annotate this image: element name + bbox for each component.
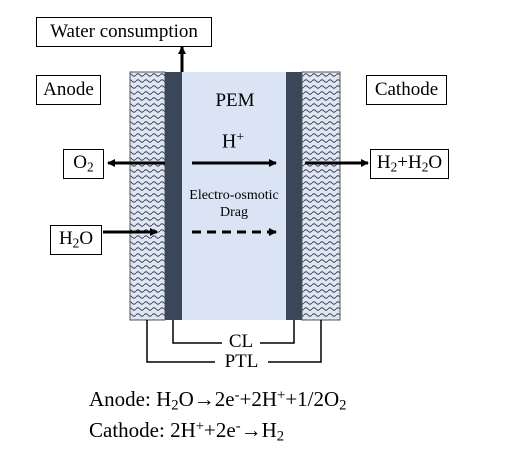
anode-equation: Anode: H2O→2e-+2H++1/2O2 (89, 387, 347, 414)
h2-h2o-box: H2+H2O (370, 149, 449, 179)
water-consumption-label: Water consumption (50, 21, 198, 42)
eod-label-line2: Drag (220, 205, 248, 220)
eod-label: Electro-osmotic Drag (178, 187, 290, 221)
cathode-ptl (301, 71, 341, 321)
anode-ptl (129, 71, 166, 321)
anode-catalyst-layer (165, 72, 182, 320)
eod-label-line1: Electro-osmotic (189, 188, 279, 203)
o2-box: O2 (63, 149, 104, 179)
ptl-label: PTL (224, 351, 259, 372)
h2-h2o-label: H2+H2O (376, 152, 443, 175)
cathode-catalyst-layer (286, 72, 302, 320)
cathode-equation: Cathode: 2H++2e-→H2 (89, 418, 285, 445)
pem-label: PEM (215, 90, 255, 111)
anode-label: Anode (43, 79, 94, 100)
pem-membrane (182, 72, 286, 320)
ptl-bracket (146, 320, 215, 363)
cl-bracket (172, 320, 222, 344)
cathode-box: Cathode (366, 75, 447, 105)
h2o-label: H2O (58, 228, 94, 251)
cathode-label: Cathode (374, 79, 439, 100)
cl-label: CL (228, 331, 254, 352)
ptl-bracket-right (268, 320, 322, 363)
o2-label: O2 (73, 152, 94, 175)
water-consumption-box: Water consumption (36, 17, 212, 47)
proton-label: H+ (221, 130, 245, 153)
cl-bracket-right (260, 320, 295, 344)
h2o-box: H2O (50, 225, 102, 255)
anode-box: Anode (36, 75, 101, 105)
